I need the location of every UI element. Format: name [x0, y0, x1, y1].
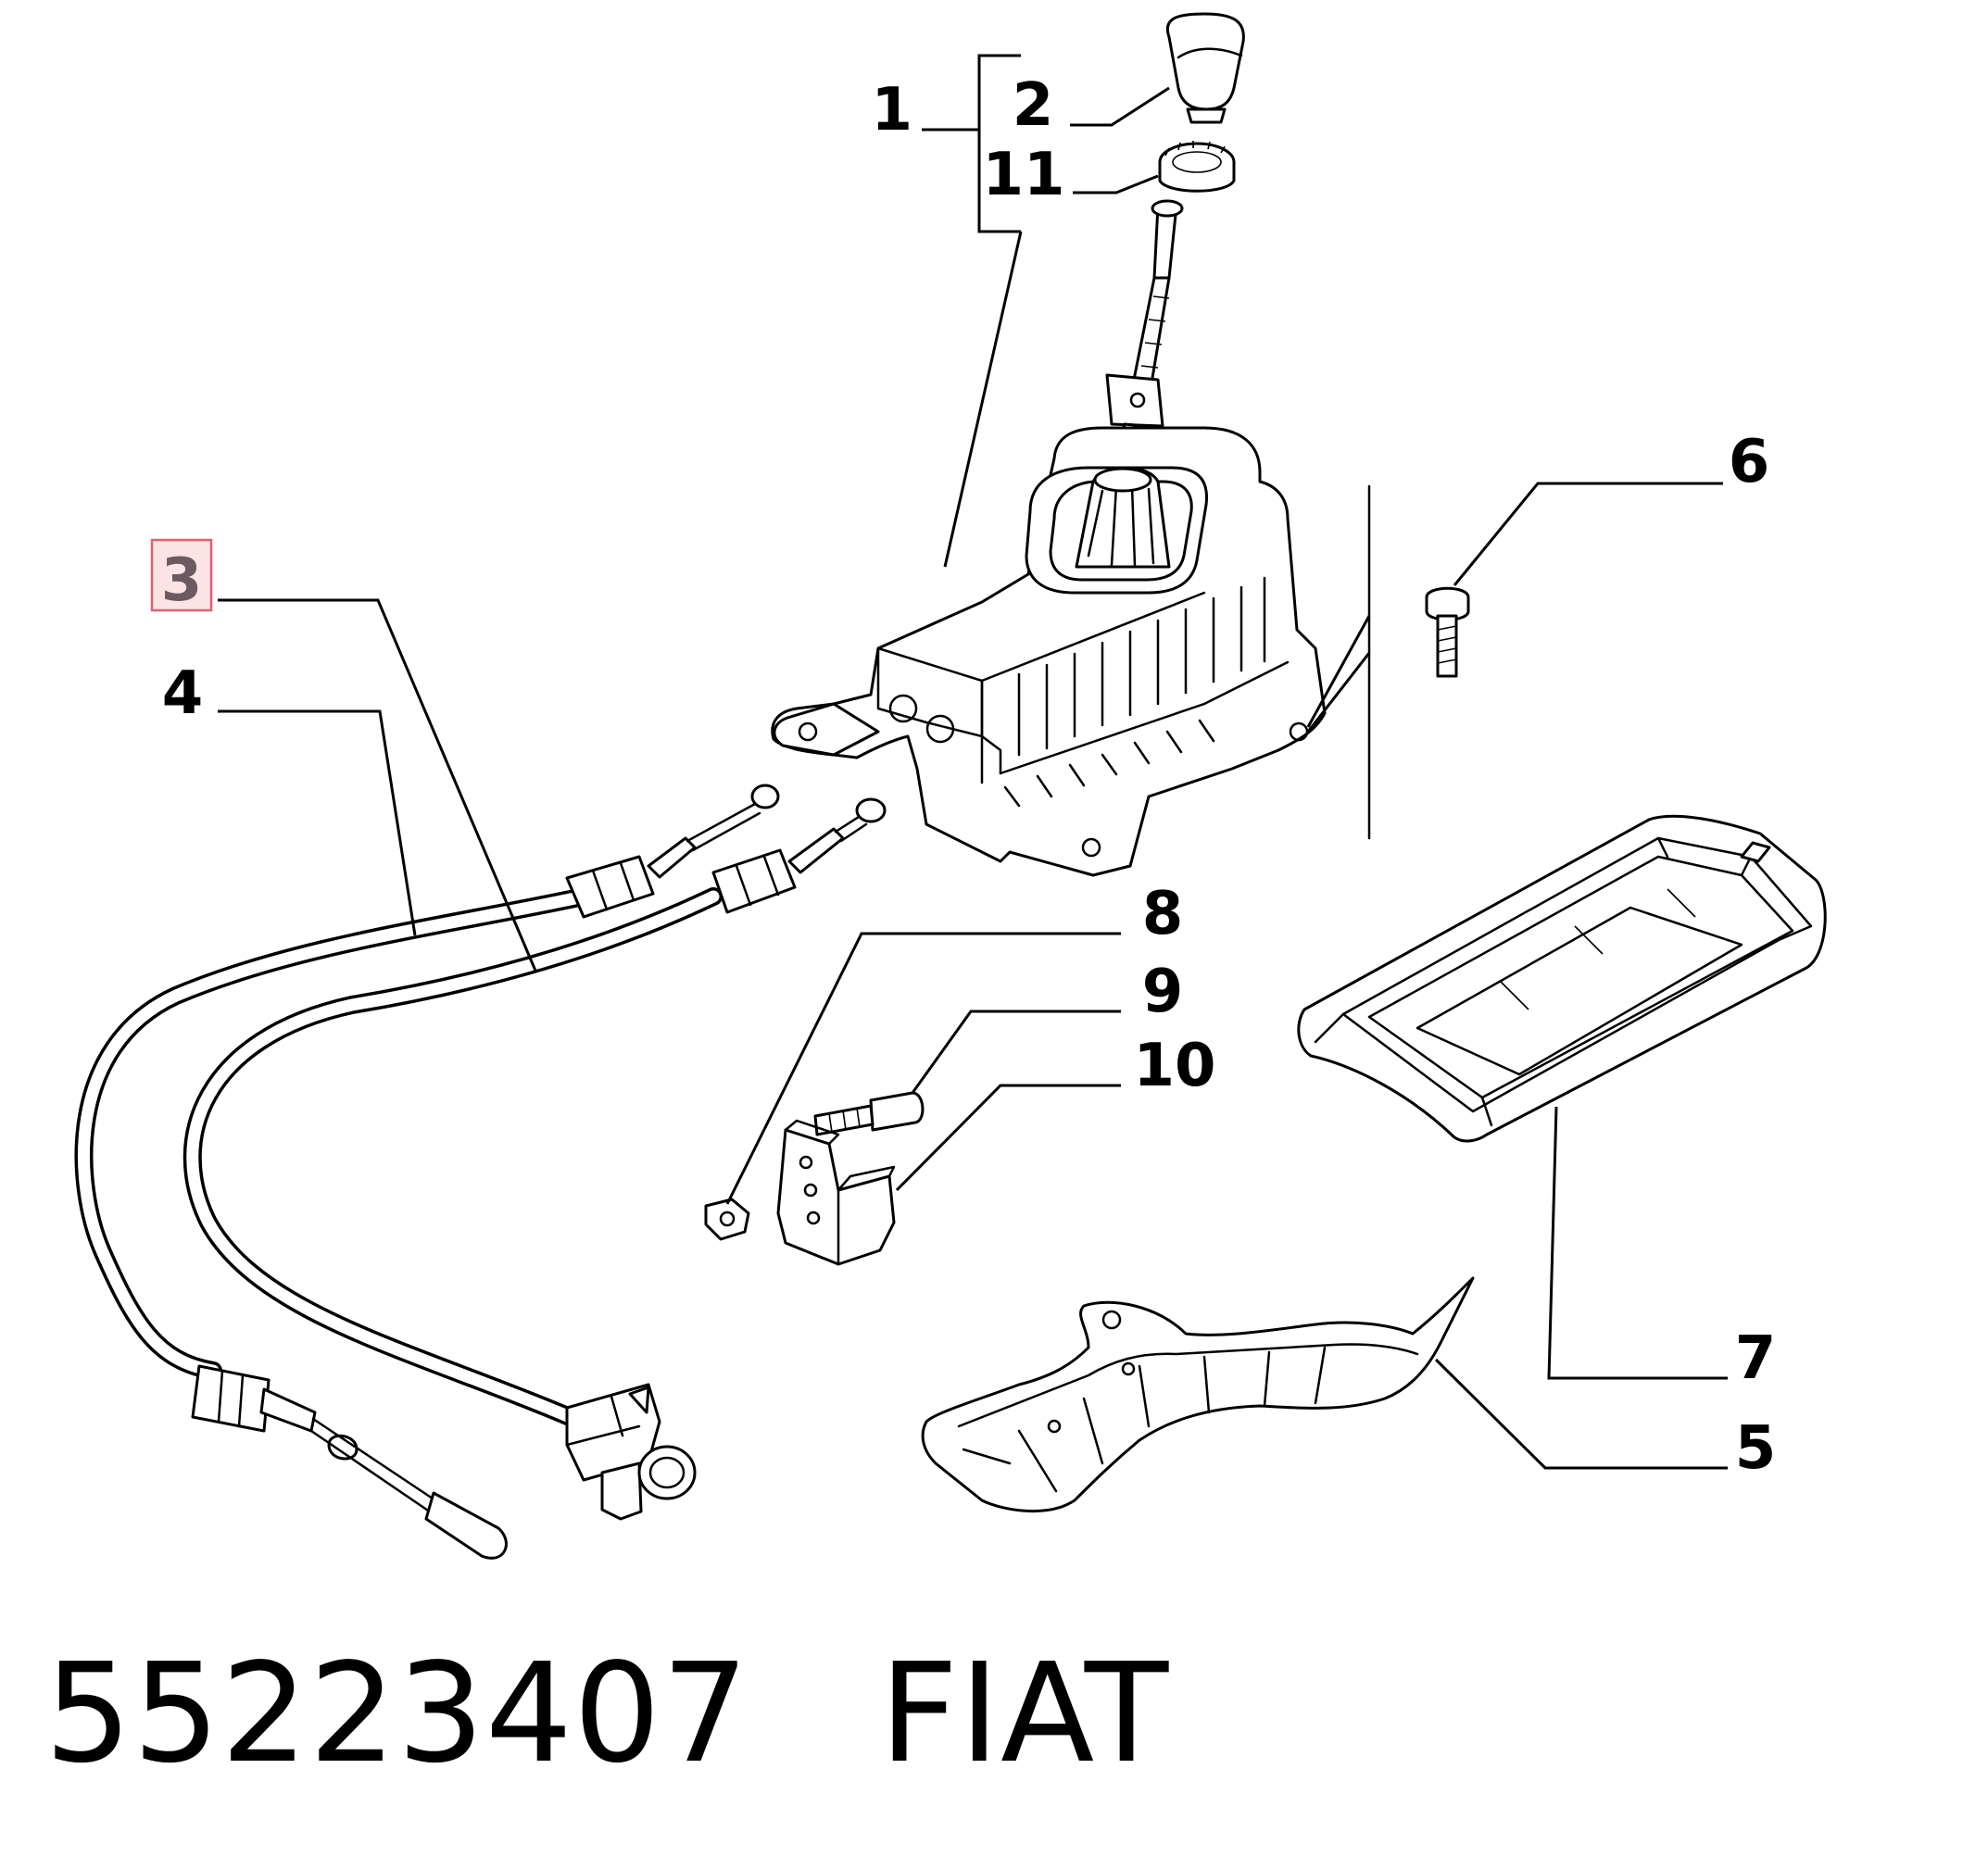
callouts: 1 2 11 6 3 4 8 9 10 7 5: [150, 71, 1777, 1483]
shift-cables: [74, 784, 887, 1560]
footer-caption: 55223407 FIAT: [44, 1634, 1169, 1793]
callout-2[interactable]: 2: [1013, 71, 1054, 140]
callout-6[interactable]: 6: [1729, 428, 1770, 496]
nut: [704, 1198, 750, 1241]
callout-5[interactable]: 5: [1735, 1414, 1777, 1483]
leader-lines: [218, 54, 1728, 1470]
ring-nut: [1158, 141, 1236, 193]
callout-1[interactable]: 1: [871, 76, 912, 144]
callout-10[interactable]: 10: [1133, 1032, 1215, 1100]
exploded-parts-diagram: 1 2 11 6 3 4 8 9 10 7 5: [74, 12, 1827, 1560]
callout-4[interactable]: 4: [162, 659, 204, 728]
callout-3-highlighted[interactable]: 3: [161, 546, 203, 615]
callout-11[interactable]: 11: [982, 141, 1064, 209]
gearshift-housing: [771, 426, 1327, 877]
highlight-box: [150, 538, 213, 612]
console-tray: [1297, 814, 1827, 1143]
bracket: [776, 1119, 896, 1266]
brand-name: FIAT: [879, 1634, 1170, 1793]
callout-9[interactable]: 9: [1142, 958, 1184, 1026]
callout-8[interactable]: 8: [1142, 880, 1184, 948]
screw: [813, 1091, 925, 1136]
gear-knob: [1165, 12, 1245, 124]
callout-7[interactable]: 7: [1735, 1324, 1777, 1393]
part-number: 55223407: [44, 1634, 750, 1793]
bolt: [1425, 586, 1470, 678]
under-cover: [921, 1276, 1475, 1512]
